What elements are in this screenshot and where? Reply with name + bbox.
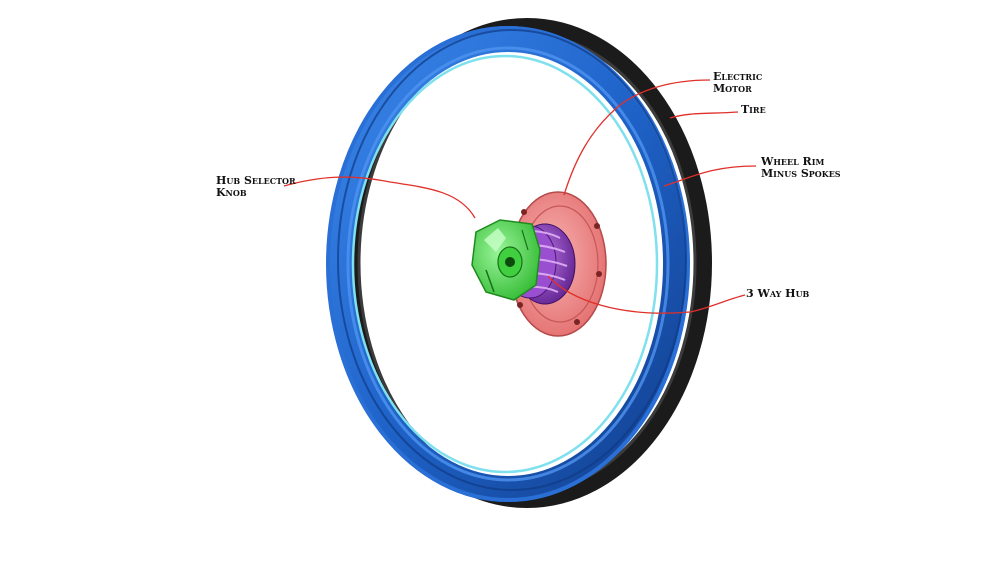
label-hub-selector-knob-line1: Hub Selector: [216, 174, 296, 187]
label-wheel-rim: Wheel Rim Minus Spokes: [761, 156, 841, 180]
label-electric-motor: Electric Motor: [713, 71, 762, 95]
hub-selector-knob: [471, 219, 541, 301]
leader-lines: [283, 79, 757, 314]
label-hub-selector-knob: Hub Selector Knob: [216, 175, 296, 199]
leader-three-way-hub: [547, 275, 746, 314]
leader-electric-motor: [563, 79, 711, 196]
leader-wheel-rim: [663, 165, 757, 187]
label-electric-motor-line1: Electric: [713, 70, 763, 83]
label-wheel-rim-line2: Minus Spokes: [761, 167, 841, 180]
label-three-way-hub: 3 Way Hub: [746, 288, 809, 300]
leader-hub-selector-knob: [283, 176, 476, 219]
leader-tire: [669, 111, 739, 119]
label-electric-motor-line2: Motor: [713, 82, 752, 95]
wheel-rim: [326, 26, 690, 502]
label-tire-text: Tire: [741, 103, 766, 116]
label-three-way-hub-text: 3 Way Hub: [746, 287, 810, 300]
label-wheel-rim-line1: Wheel Rim: [761, 155, 825, 168]
label-tire: Tire: [741, 104, 766, 116]
label-hub-selector-knob-line2: Knob: [216, 186, 247, 199]
